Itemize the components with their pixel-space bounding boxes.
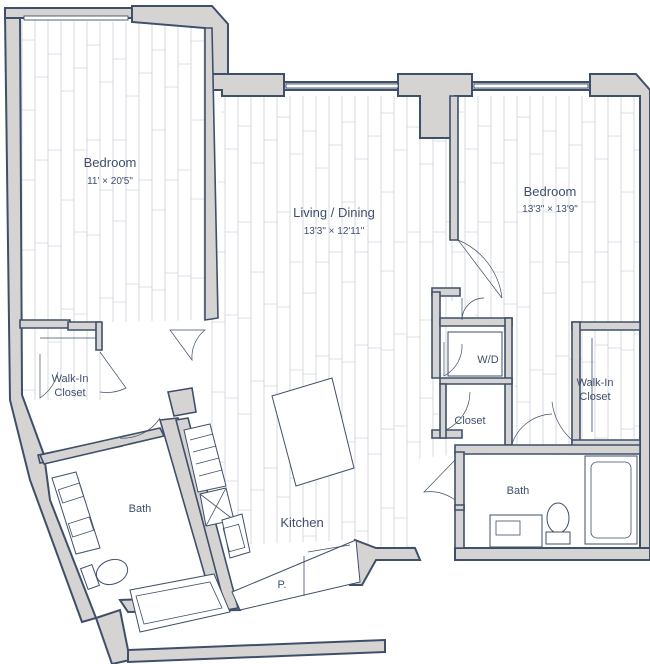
walkin-right-line2: Closet <box>579 391 610 403</box>
fixtures <box>40 331 638 633</box>
closet-name: Closet <box>454 415 485 427</box>
doors <box>39 239 573 501</box>
bath-left-name: Bath <box>129 503 152 515</box>
bath-right-name: Bath <box>507 485 530 497</box>
living-dims: 13'3" × 12'11" <box>304 226 365 237</box>
vanity <box>51 471 101 555</box>
kitchen-sink <box>221 513 251 559</box>
walkin-right-line1: Walk-In <box>577 377 614 389</box>
pantry-name: P. <box>278 579 287 591</box>
stove <box>183 423 227 493</box>
walkin-left-line2: Closet <box>54 387 85 399</box>
bedroom-right-dims: 13'3" × 13'9" <box>522 204 578 215</box>
vanity-right <box>489 514 543 548</box>
living-name: Living / Dining <box>293 205 375 220</box>
washer-dryer <box>447 331 503 377</box>
room-labels: Bedroom 11' × 20'5" Living / Dining 13'3… <box>52 155 614 591</box>
bedroom-left-dims: 11' × 20'5" <box>87 176 133 187</box>
kitchen-island <box>271 377 355 487</box>
bathtub <box>129 573 231 633</box>
floor-planks <box>21 20 640 552</box>
bedroom-left-name: Bedroom <box>84 155 137 170</box>
walkin-left-line1: Walk-In <box>52 373 89 385</box>
bedroom-right-name: Bedroom <box>524 184 577 199</box>
toilet-right <box>546 502 570 534</box>
bathtub-right <box>584 455 638 545</box>
wd-name: W/D <box>477 354 498 366</box>
kitchen-name: Kitchen <box>280 515 323 530</box>
kitchen-counter <box>231 539 361 611</box>
